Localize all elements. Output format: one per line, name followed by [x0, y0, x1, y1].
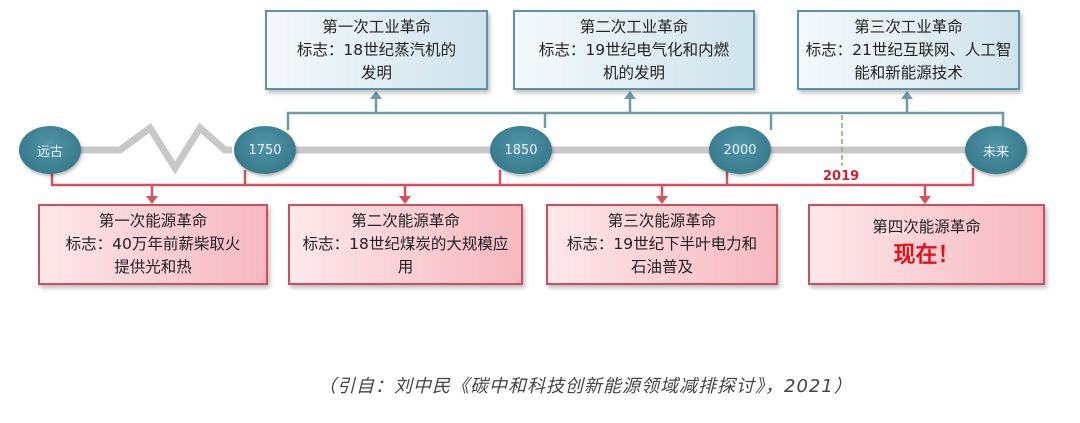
industrial-revolution-1: 第一次工业革命标志：18世纪蒸汽机的发明	[265, 10, 488, 90]
energy-connector	[50, 168, 975, 198]
year-marker-label: 2019	[823, 169, 860, 184]
timeline-axis	[80, 122, 965, 175]
box-desc: 标志：18世纪蒸汽机的发明	[296, 41, 457, 82]
now-label: 现在！	[893, 243, 960, 268]
box-desc: 标志：19世纪下半叶电力和石油普及	[566, 235, 758, 276]
box-desc: 标志：18世纪煤炭的大规模应用	[302, 235, 509, 276]
energy-revolution-2: 第二次能源革命标志：18世纪煤炭的大规模应用	[288, 204, 523, 285]
box-title: 第三次工业革命	[854, 18, 963, 36]
box-title: 第二次能源革命	[351, 212, 460, 230]
box-title: 第二次工业革命	[579, 18, 689, 36]
energy-revolution-4: 第四次能源革命现在！	[808, 204, 1045, 285]
energy-revolution-3: 第三次能源革命标志：19世纪下半叶电力和石油普及	[546, 204, 778, 285]
box-title: 第一次工业革命	[322, 18, 431, 36]
box-desc: 标志：21世纪互联网、人工智能和新能源技术	[805, 41, 1012, 82]
node-1850: 1850	[490, 126, 552, 174]
box-title: 第一次能源革命	[98, 212, 208, 230]
industrial-revolution-2: 第二次工业革命标志：19世纪电气化和内燃机的发明	[513, 10, 755, 90]
industrial-connector	[286, 96, 1005, 130]
industrial-revolution-3: 第三次工业革命标志：21世纪互联网、人工智能和新能源技术	[797, 10, 1020, 90]
node-2000: 2000	[709, 126, 771, 174]
citation: （引自：刘中民《碳中和科技创新能源领域减排探讨》，2021）	[318, 376, 853, 397]
box-desc: 标志：19世纪电气化和内燃机的发明	[538, 41, 730, 82]
box-desc: 标志：40万年前薪柴取火提供光和热	[65, 235, 241, 276]
energy-revolution-1: 第一次能源革命标志：40万年前薪柴取火提供光和热	[38, 204, 268, 285]
box-title: 第三次能源革命	[607, 212, 717, 230]
node-1750: 1750	[234, 126, 296, 174]
box-title: 第四次能源革命	[872, 218, 981, 236]
node-ancient: 远古	[19, 126, 81, 174]
node-future: 未来	[965, 126, 1027, 174]
